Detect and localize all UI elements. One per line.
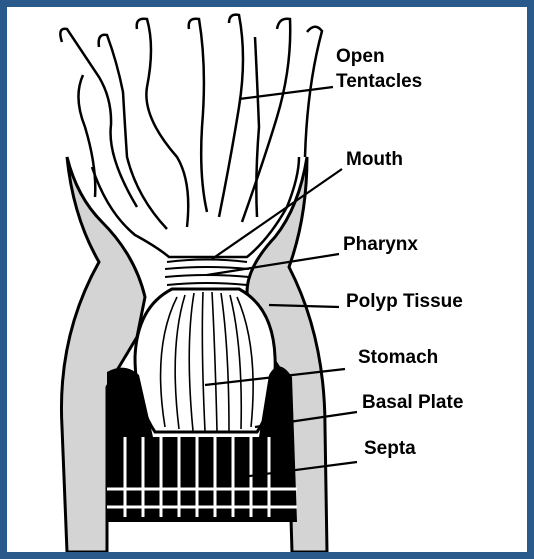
tentacle xyxy=(219,15,243,217)
tentacle xyxy=(189,19,207,212)
pharynx xyxy=(165,260,249,286)
tentacle xyxy=(242,19,290,222)
label-tentacles: Tentacles xyxy=(336,70,422,93)
leader-open-tentacles xyxy=(239,87,333,99)
label-stomach: Stomach xyxy=(358,346,438,369)
tentacle xyxy=(305,27,322,157)
tentacle xyxy=(255,37,259,217)
stomach xyxy=(135,289,275,432)
label-open: Open xyxy=(336,45,385,68)
label-pharynx: Pharynx xyxy=(343,233,418,256)
tentacles xyxy=(60,15,322,229)
label-basal-plate: Basal Plate xyxy=(362,391,463,414)
label-mouth: Mouth xyxy=(346,148,403,171)
label-septa: Septa xyxy=(364,437,416,460)
inner-column xyxy=(92,157,299,257)
coral-polyp-diagram xyxy=(7,7,527,552)
label-polyp-tissue: Polyp Tissue xyxy=(346,290,463,313)
tentacle xyxy=(78,75,95,197)
tentacle xyxy=(137,19,189,227)
